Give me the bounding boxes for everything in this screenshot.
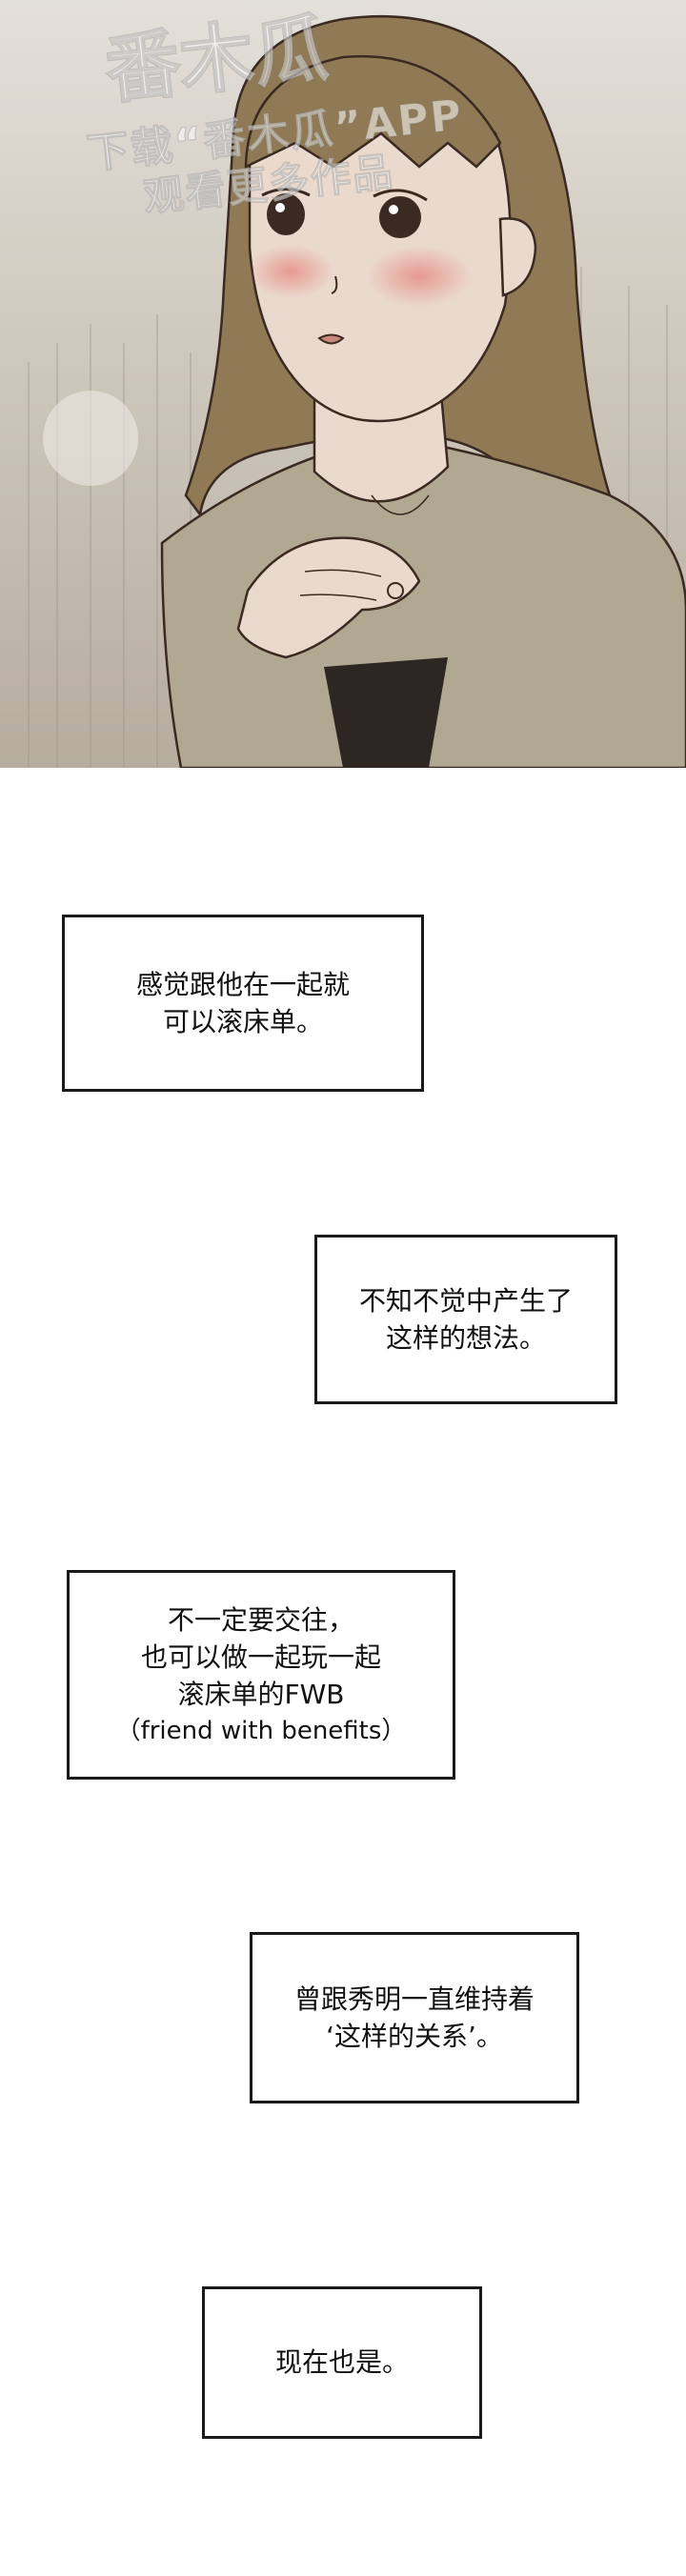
caption-line: ‘这样的关系’。 [326,2021,503,2052]
caption-box-2: 不知不觉中产生了 这样的想法。 [314,1235,617,1404]
caption-line: 不一定要交往， [167,1604,354,1637]
caption-line: 感觉跟他在一起就 [135,968,350,1000]
caption-box-4: 曾跟秀明一直维持着 ‘这样的关系’。 [250,1932,579,2103]
caption-box-5: 现在也是。 [202,2286,482,2439]
caption-line: 滚床单的FWB [177,1679,345,1711]
caption-line: （friend with benefits） [115,1716,407,1745]
caption-line: 也可以做一起玩一起 [140,1641,381,1674]
comic-panel: 番木瓜 下载“番木瓜”APP 观看更多作品 [0,0,686,768]
caption-box-1: 感觉跟他在一起就 可以滚床单。 [62,915,424,1092]
caption-line: 现在也是。 [274,2346,409,2379]
caption-line: 不知不觉中产生了 [358,1284,573,1317]
caption-line: 可以滚床单。 [162,1006,323,1037]
caption-line: 这样的想法。 [385,1322,546,1354]
character-illustration [0,0,686,768]
caption-line: 曾跟秀明一直维持着 [293,1982,535,2015]
caption-box-3: 不一定要交往， 也可以做一起玩一起 滚床单的FWB （friend with b… [67,1570,455,1780]
